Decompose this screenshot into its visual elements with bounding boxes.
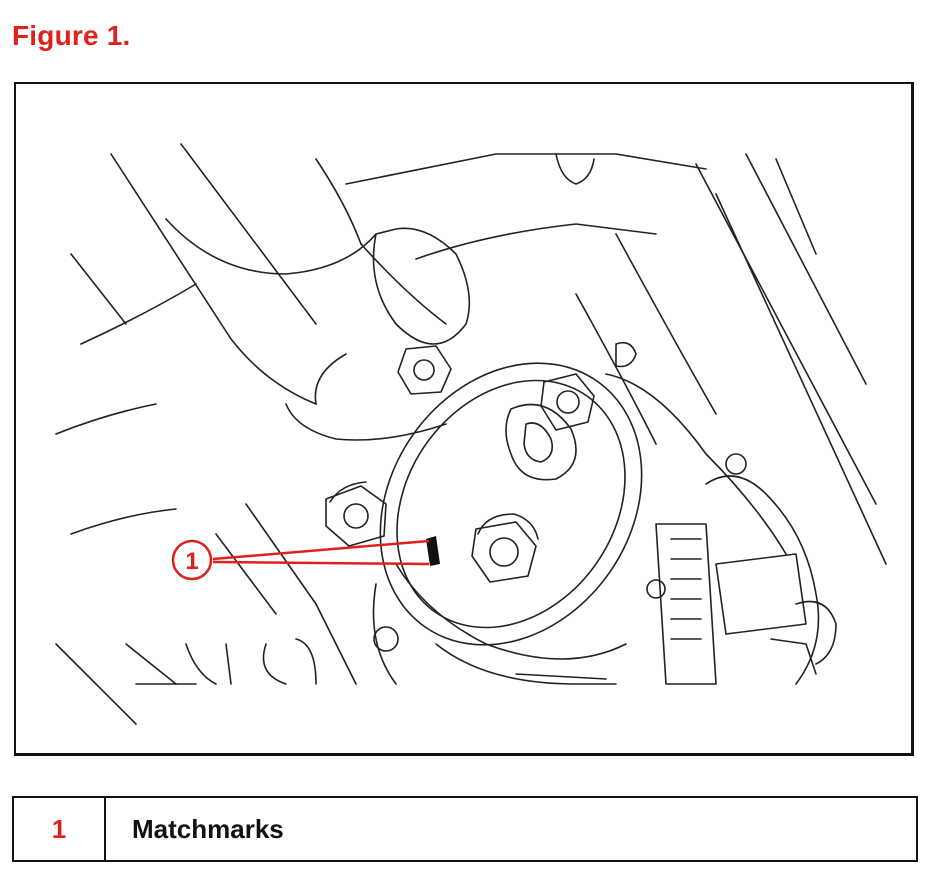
callout-number: 1	[185, 548, 198, 575]
matchmark-marking	[426, 536, 440, 566]
legend-row: 1 Matchmarks	[12, 796, 918, 862]
figure-title: Figure 1.	[12, 20, 131, 51]
callout-leader-lines	[212, 539, 430, 566]
figure-illustration: 1	[14, 82, 914, 756]
legend-number: 1	[12, 796, 106, 862]
drivetrain-line-drawing: 1	[55, 143, 887, 725]
legend-description: Matchmarks	[104, 796, 918, 862]
legend-table: 1 Matchmarks	[12, 796, 918, 862]
callout-circle	[171, 539, 213, 581]
